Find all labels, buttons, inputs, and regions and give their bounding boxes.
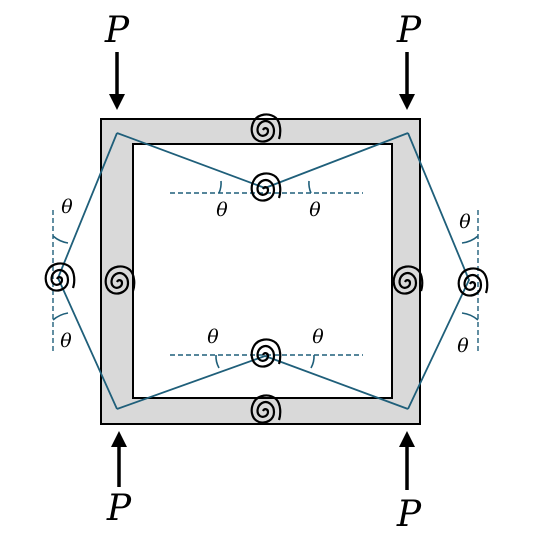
- down-arrow-icon: [399, 52, 415, 110]
- torsion-spring-icon: [250, 172, 282, 202]
- down-arrow-icon: [109, 52, 125, 110]
- angle-label-left-top: θ: [61, 196, 73, 218]
- torsion-spring-icon: [44, 262, 76, 292]
- angle-arc-left-bottom: [52, 312, 69, 321]
- angle-label-bottom-left: θ: [207, 326, 219, 348]
- up-arrow-icon: [399, 431, 415, 490]
- load-label-bottom-right: P: [396, 494, 422, 535]
- angle-arc-bottom-right: [310, 354, 315, 369]
- angle-arc-right-bottom: [461, 312, 479, 321]
- angle-label-right-bottom: θ: [457, 335, 469, 357]
- mechanism-right-link: [407, 132, 470, 410]
- angle-arc-bottom-left: [215, 354, 220, 369]
- load-label-top-right: P: [396, 10, 422, 51]
- up-arrow-icon: [111, 431, 127, 487]
- angle-label-top-right: θ: [309, 199, 321, 221]
- angle-arc-right-top: [461, 235, 479, 244]
- angle-arc-top-right: [308, 180, 312, 194]
- mechanism-bottom-link: [116, 355, 409, 410]
- angle-label-top-left: θ: [216, 199, 228, 221]
- frame-outer-band: [100, 118, 421, 425]
- angle-arc-top-left: [218, 180, 222, 194]
- angle-arc-left-top: [52, 235, 69, 244]
- load-label-top-left: P: [104, 10, 130, 51]
- angle-label-left-bottom: θ: [60, 330, 72, 352]
- torsion-spring-icon: [250, 338, 282, 368]
- angle-label-bottom-right: θ: [312, 326, 324, 348]
- angle-label-right-top: θ: [459, 211, 471, 233]
- load-label-bottom-left: P: [106, 488, 132, 529]
